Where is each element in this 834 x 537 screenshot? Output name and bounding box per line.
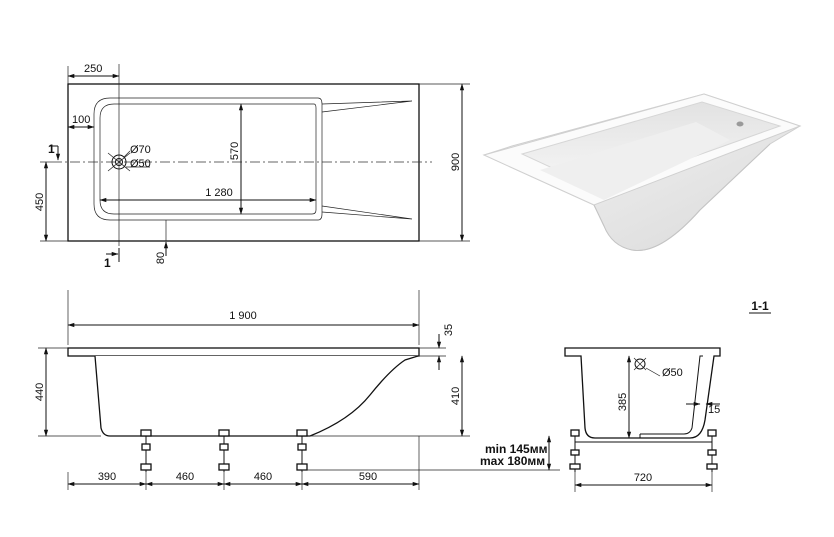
plan-inner-bottom [99, 103, 317, 215]
plan-outer-rim [67, 83, 420, 242]
leg-spacing-label: 390 [98, 471, 116, 483]
section-mark-bottom: 1 [104, 248, 120, 270]
dim-1280-label: 1 280 [205, 187, 233, 199]
dim-250-label: 250 [84, 63, 102, 75]
elevation-leg [218, 429, 230, 472]
dim-1900-label: 1 900 [229, 310, 257, 322]
leg-spacing-label: 460 [254, 471, 272, 483]
dim-80-label: 80 [155, 252, 167, 264]
plan-view: 250 100 Ø70 Ø50 570 1 280 450 900 80 [34, 63, 470, 270]
elevation-leg [296, 429, 308, 472]
plan-inner-basin [93, 97, 323, 221]
bathtub-render-image [482, 93, 802, 251]
dim-100-label: 100 [72, 114, 90, 126]
svg-text:1: 1 [104, 256, 111, 270]
plan-backrest-bottom [321, 205, 413, 220]
leg-max-label: max 180мм [480, 454, 545, 468]
drain-outer-label: Ø70 [130, 144, 151, 156]
elevation-leg [140, 429, 152, 472]
dim-900-label: 900 [450, 153, 462, 171]
leg-spacing-label: 590 [359, 471, 377, 483]
dim-410-label: 410 [450, 387, 462, 405]
leg-spacing-label: 460 [176, 471, 194, 483]
section-drain-icon [634, 358, 646, 370]
dim-35-label: 35 [443, 324, 455, 336]
section-drain-label: Ø50 [662, 367, 683, 379]
elevation-rim [67, 347, 420, 357]
plan-backrest-top [321, 100, 413, 113]
svg-text:1: 1 [48, 142, 55, 156]
side-elevation: 1 900 35 440 [34, 290, 470, 490]
dim-720-label: 720 [634, 472, 652, 484]
dim-570-label: 570 [229, 142, 241, 160]
section-title: 1-1 [751, 299, 769, 313]
dim-450-label: 450 [34, 193, 46, 211]
elevation-body [94, 355, 419, 437]
section-leg [569, 429, 581, 472]
section-mark-top: 1 [48, 142, 61, 161]
section-leg [706, 429, 718, 472]
cross-section: Ø50 385 15 720 [564, 347, 721, 492]
dim-385-label: 385 [617, 393, 629, 411]
leg-min-label: min 145мм [485, 442, 548, 456]
dim-15-label: 15 [708, 404, 720, 416]
dim-440-label: 440 [34, 383, 46, 401]
drain-inner-label: Ø50 [130, 158, 151, 170]
